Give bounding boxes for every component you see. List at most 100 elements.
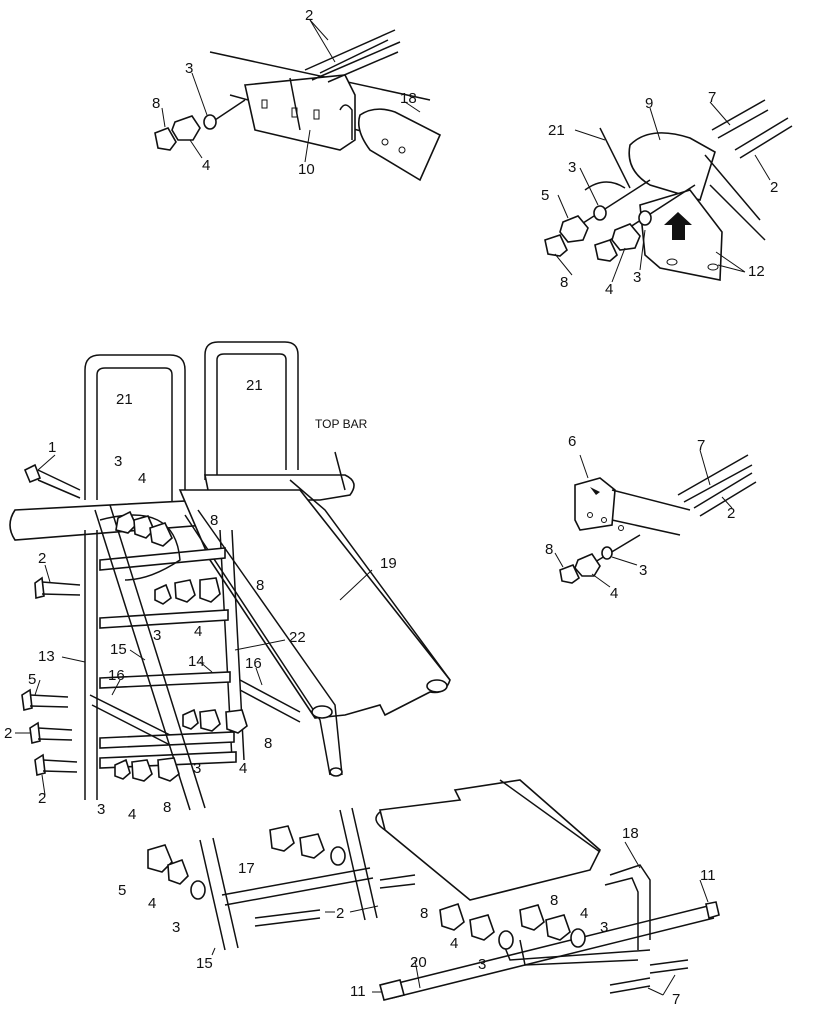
nut-4 bbox=[174, 579, 196, 603]
top-bar bbox=[9, 499, 206, 541]
bolt-hole bbox=[398, 146, 406, 154]
leader-line bbox=[579, 454, 589, 479]
leader-line bbox=[309, 19, 336, 63]
tube-end bbox=[329, 767, 343, 777]
bolt-head bbox=[21, 688, 33, 711]
part-label: 2 bbox=[727, 505, 735, 522]
leader-line bbox=[554, 253, 573, 276]
bolt-axis bbox=[214, 99, 246, 121]
leader-line bbox=[234, 639, 286, 651]
leader-line bbox=[591, 573, 611, 588]
bracket-10 bbox=[244, 74, 356, 151]
leader-line bbox=[339, 569, 373, 601]
ladder-rail-13 bbox=[84, 530, 98, 800]
bracket-edge bbox=[289, 77, 301, 131]
cap-nut-8 bbox=[519, 904, 545, 931]
part-label: 8 bbox=[420, 905, 428, 922]
part-label: 8 bbox=[264, 735, 272, 752]
tube-outline bbox=[704, 154, 766, 241]
part-label: 4 bbox=[148, 895, 156, 912]
leader-line bbox=[721, 496, 733, 509]
washer-3 bbox=[593, 205, 607, 221]
leader-line bbox=[44, 564, 51, 583]
washer-3 bbox=[570, 928, 586, 948]
part-label: 5 bbox=[28, 671, 36, 688]
bolt-head bbox=[23, 463, 42, 484]
brace-16 bbox=[239, 679, 301, 723]
bolt-2 bbox=[311, 41, 401, 81]
nut-4 bbox=[133, 515, 155, 539]
arrow-indicator bbox=[664, 212, 692, 240]
part-label: 20 bbox=[410, 954, 427, 971]
step-14 bbox=[99, 547, 226, 571]
nut-4 bbox=[167, 858, 189, 885]
bolt-2 bbox=[304, 29, 396, 71]
leader-line bbox=[37, 454, 56, 471]
part-label: 16 bbox=[245, 655, 262, 672]
arrow-indicator bbox=[590, 487, 600, 495]
leg-15 bbox=[339, 807, 378, 921]
bolt-hole bbox=[666, 258, 678, 266]
part-label: 13 bbox=[38, 648, 55, 665]
part-label: 15 bbox=[196, 955, 213, 972]
part-label: 3 bbox=[97, 801, 105, 818]
handrail-21 bbox=[216, 353, 287, 475]
bolt-2 bbox=[319, 39, 389, 74]
step-14 bbox=[99, 609, 229, 629]
slide-rail bbox=[499, 779, 601, 853]
bolt-head bbox=[34, 576, 45, 600]
nut-4 bbox=[574, 553, 601, 577]
part-label: 4 bbox=[450, 935, 458, 952]
handrail-18 bbox=[604, 877, 639, 950]
part-label: 2 bbox=[38, 790, 46, 807]
nut-4 bbox=[199, 709, 221, 732]
part-label: 21 bbox=[548, 122, 565, 139]
cap-nut-8 bbox=[157, 757, 180, 782]
bolt-hole bbox=[587, 512, 593, 518]
bolt-7 bbox=[649, 959, 689, 974]
handrail-21 bbox=[96, 367, 173, 515]
washer-3 bbox=[115, 510, 137, 534]
washer-3 bbox=[601, 546, 613, 560]
base-bar-20 bbox=[389, 904, 715, 999]
washer-3 bbox=[203, 114, 217, 130]
part-label: 16 bbox=[108, 667, 125, 684]
bolt-head bbox=[34, 753, 46, 776]
part-label: 2 bbox=[38, 550, 46, 567]
nut-4 bbox=[299, 833, 325, 859]
bolt-axis bbox=[589, 534, 641, 566]
part-label: 1 bbox=[48, 439, 56, 456]
part-label: 2 bbox=[770, 179, 778, 196]
tube-21-outline bbox=[584, 181, 626, 191]
bracket-6 bbox=[574, 477, 616, 531]
leader-line bbox=[611, 556, 638, 566]
top-bar-label: TOP BAR bbox=[315, 417, 368, 431]
part-label: 11 bbox=[350, 983, 366, 1000]
leader-line bbox=[699, 879, 709, 903]
leader-line bbox=[624, 841, 641, 869]
part-label: 4 bbox=[580, 905, 588, 922]
leader-line bbox=[554, 552, 564, 568]
part-label: 18 bbox=[400, 90, 417, 107]
washer-3 bbox=[330, 846, 346, 866]
handrail-21 bbox=[84, 354, 186, 520]
leader-line bbox=[349, 905, 379, 913]
part-label: 15 bbox=[110, 641, 127, 658]
part-label: 3 bbox=[568, 159, 576, 176]
tube-18-end bbox=[357, 108, 442, 182]
bolt-7 bbox=[711, 99, 769, 139]
part-label: 14 bbox=[188, 653, 205, 670]
detail-top-right: 7 2 21 9 3 5 8 4 3 12 bbox=[541, 89, 793, 298]
bolt-hole bbox=[291, 107, 298, 118]
cap-nut-8 bbox=[149, 522, 173, 547]
nut-5 bbox=[147, 844, 173, 873]
part-label: 7 bbox=[697, 437, 705, 454]
cap-nut-8 bbox=[544, 234, 568, 257]
handrail-18 bbox=[609, 864, 651, 940]
part-label: 8 bbox=[560, 274, 568, 291]
part-label: 7 bbox=[672, 991, 680, 1008]
part-label: 4 bbox=[128, 806, 136, 823]
part-label: 4 bbox=[239, 760, 247, 777]
leader-line bbox=[304, 129, 311, 163]
leader-line bbox=[699, 449, 711, 486]
